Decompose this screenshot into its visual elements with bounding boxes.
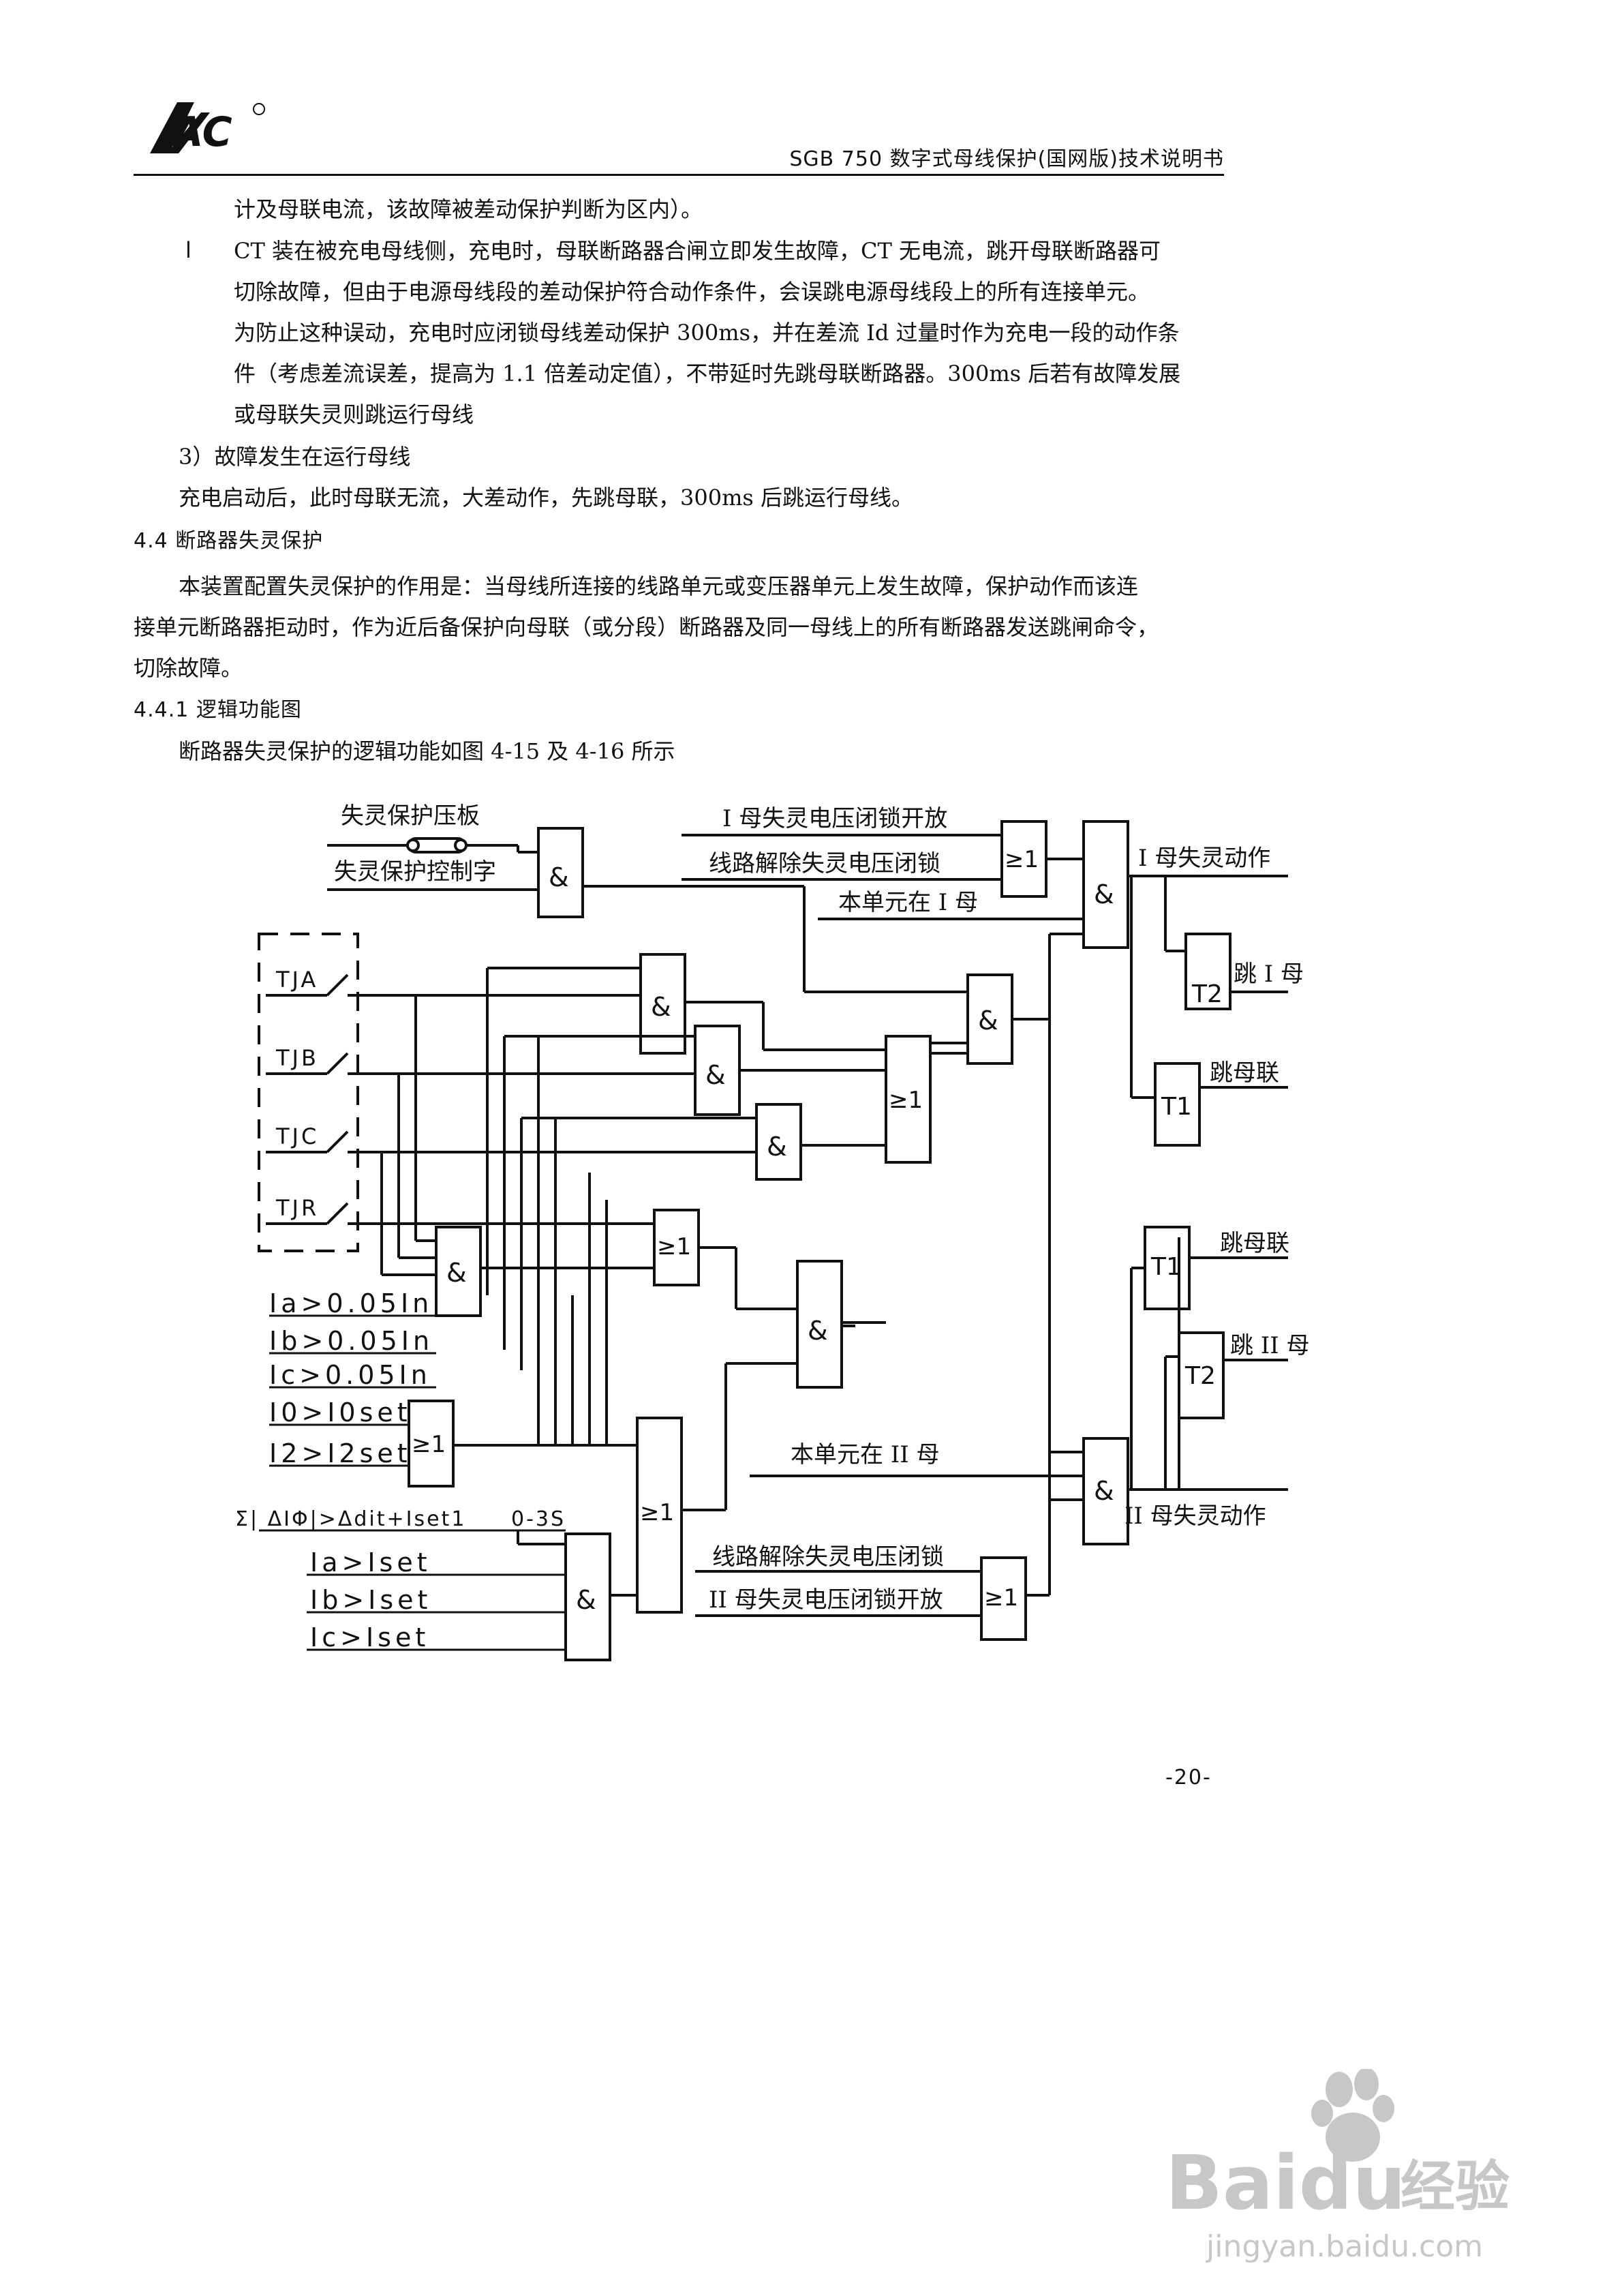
i0-threshold-label: I0>I0set: [269, 1398, 412, 1428]
watermark-brand: Baidu: [1165, 2139, 1406, 2226]
paragraph: 计及母联电流，该故障被差动保护判断为区内）。: [234, 196, 703, 222]
subsection-heading: 4.4.1 逻辑功能图: [134, 698, 302, 722]
and-gate-label: &: [1094, 879, 1114, 909]
timer-t2-label: T2: [1184, 1362, 1216, 1390]
paragraph: 切除故障。: [134, 655, 243, 681]
trip-tie-label: 跳母联: [1210, 1059, 1279, 1087]
unit-on-bus2-label: 本单元在 II 母: [791, 1441, 939, 1468]
document-title: SGB 750 数字式母线保护(国网版)技术说明书: [789, 147, 1224, 171]
trip-tie-label: 跳母联: [1220, 1230, 1289, 1257]
and-gate-label: &: [651, 992, 671, 1022]
ia-threshold-label: Ia>0.05In: [269, 1288, 433, 1318]
or-gate-label: ≥1: [984, 1584, 1018, 1612]
and-gate-label: &: [549, 862, 569, 892]
page-number: -20-: [1165, 1766, 1212, 1789]
tjr-contact-label: TJR: [275, 1195, 319, 1221]
and-gate-label: &: [705, 1060, 726, 1090]
and-gate-label: &: [767, 1132, 787, 1162]
header-rule: [134, 174, 1224, 176]
bullet-text: 或母联失灵则跳运行母线: [234, 402, 474, 427]
or-gate-label: ≥1: [889, 1087, 923, 1114]
paragraph: 充电启动后，此时母联无流，大差动作，先跳母联，300ms 后跳运行母线。: [179, 485, 914, 511]
bullet-text: CT 装在被充电母线侧，充电时，母联断路器合闸立即发生故障，CT 无电流，跳开母…: [234, 238, 1161, 264]
and-gate-label: &: [446, 1258, 467, 1288]
plate-label: 失灵保护压板: [341, 802, 480, 830]
i2-threshold-label: I2>I2set: [269, 1438, 412, 1468]
list-item: 3）故障发生在运行母线: [179, 444, 411, 470]
timer-t1-label: T1: [1150, 1253, 1182, 1281]
or-gate-label: ≥1: [1005, 846, 1039, 873]
paragraph: 接单元断路器拒动时，作为近后备保护向母联（或分段）断路器及同一母线上的所有断路器…: [134, 614, 1159, 640]
and-gate-label: &: [576, 1585, 596, 1615]
and-gate-label: &: [1094, 1476, 1114, 1506]
baidu-watermark: Baidu 经验 jingyan.baidu.com: [1159, 2068, 1540, 2274]
watermark-sub: 经验: [1401, 2155, 1510, 2218]
control-word-label: 失灵保护控制字: [334, 858, 496, 886]
paragraph: 断路器失灵保护的逻辑功能如图 4-15 及 4-16 所示: [179, 738, 675, 764]
or-gate-label: ≥1: [640, 1499, 674, 1526]
paragraph: 本装置配置失灵保护的作用是：当母线所连接的线路单元或变压器单元上发生故障，保护动…: [179, 573, 1139, 599]
delay-label: 0-3S: [511, 1507, 566, 1531]
bullet-text: 为防止这种误动，充电时应闭锁母线差动保护 300ms，并在差流 Id 过量时作为…: [234, 320, 1180, 346]
unit-on-bus1-label: 本单元在 I 母: [838, 889, 978, 916]
ib-set-label: Ib>Iset: [310, 1585, 431, 1615]
bullet-text: 切除故障，但由于电源母线段的差动保护符合动作条件，会误跳电源母线段上的所有连接单…: [234, 279, 1150, 305]
bus2-failure-action-label: II 母失灵动作: [1124, 1502, 1266, 1530]
or-gate-label: ≥1: [412, 1431, 446, 1458]
trip-bus2-label: 跳 II 母: [1230, 1332, 1309, 1359]
timer-t1-label: T1: [1161, 1093, 1192, 1121]
ia-set-label: Ia>Iset: [310, 1547, 431, 1577]
bus1-voltage-unlock-label: I 母失灵电压闭锁开放: [722, 805, 947, 832]
ic-set-label: Ic>Iset: [310, 1622, 429, 1652]
bullet-marker: l: [185, 237, 192, 263]
bus1-failure-action-label: I 母失灵动作: [1138, 845, 1270, 872]
section-heading: 4.4 断路器失灵保护: [134, 529, 324, 553]
timer-t2-label: T2: [1191, 980, 1223, 1008]
tjc-contact-label: TJC: [275, 1123, 319, 1149]
ic-threshold-label: Ic>0.05In: [269, 1360, 431, 1390]
line-release-label: 线路解除失灵电压闭锁: [712, 1543, 944, 1571]
and-gate-label: &: [978, 1006, 998, 1036]
bus2-voltage-unlock-label: II 母失灵电压闭锁开放: [709, 1586, 943, 1614]
ib-threshold-label: Ib>0.05In: [269, 1326, 433, 1356]
trip-bus1-label: 跳 I 母: [1234, 961, 1304, 988]
sigma-condition-label: Σ| ΔIΦ|>Δdit+Iset1: [235, 1507, 466, 1531]
line-release-label: 线路解除失灵电压闭锁: [709, 850, 940, 877]
or-gate-label: ≥1: [657, 1233, 691, 1260]
watermark-url: jingyan.baidu.com: [1206, 2229, 1483, 2264]
and-gate-label: &: [808, 1316, 828, 1346]
bullet-text: 件（考虑差流误差，提高为 1.1 倍差动定值），不带延时先跳母联断路器。300m…: [234, 361, 1181, 387]
sac-logo: AC: [129, 89, 279, 170]
tja-contact-label: TJA: [275, 967, 318, 993]
svg-text:AC: AC: [169, 108, 232, 156]
tjb-contact-label: TJB: [275, 1045, 319, 1071]
